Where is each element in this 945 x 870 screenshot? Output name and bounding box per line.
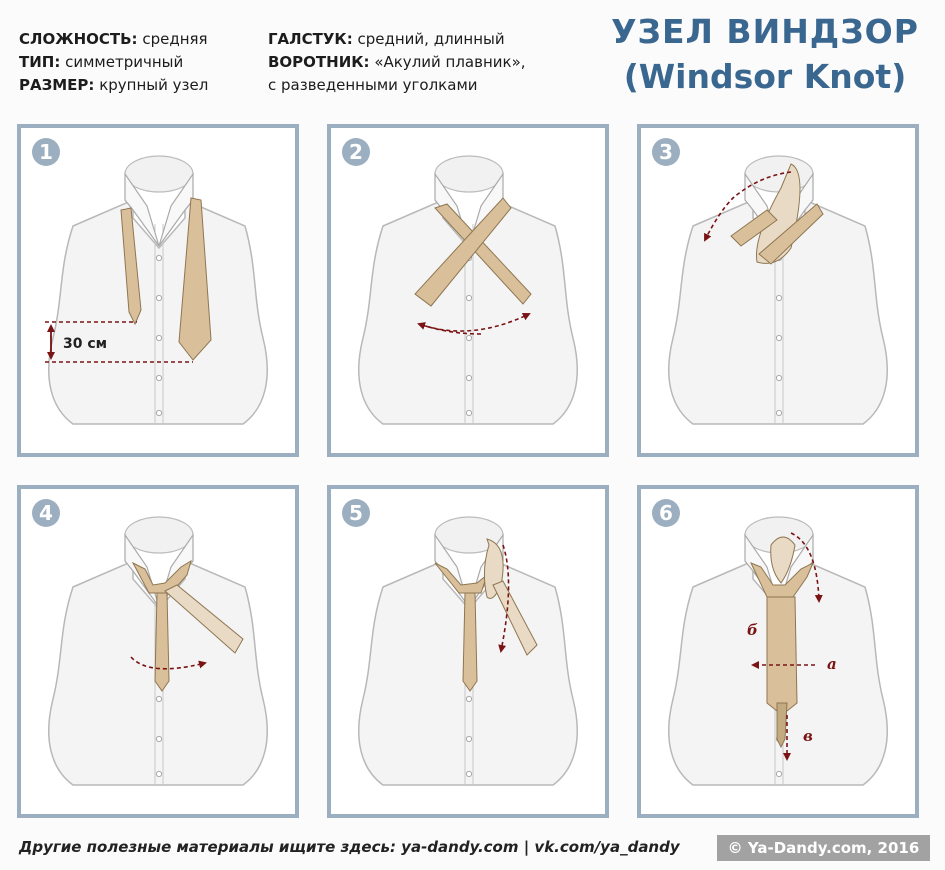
step-illustration-5 bbox=[357, 516, 579, 786]
tie-loop bbox=[770, 536, 796, 584]
loop-arrow bbox=[704, 171, 792, 242]
step-illustration-3 bbox=[667, 155, 889, 425]
step-panel-4: 4 bbox=[17, 485, 299, 818]
measure-label: 30 см bbox=[63, 336, 107, 352]
step-number-4: 4 bbox=[32, 499, 60, 527]
label-b: б bbox=[747, 621, 758, 639]
step-illustration-2 bbox=[357, 155, 579, 425]
swap-arrow-right bbox=[418, 313, 531, 332]
step-panel-3: 3 bbox=[637, 124, 919, 457]
collar-line: ВОРОТНИК: «Акулий плавник», bbox=[268, 53, 526, 71]
step-illustration-6: а б в bbox=[667, 516, 889, 786]
tie-short-end bbox=[730, 209, 778, 247]
title-en: (Windsor Knot) bbox=[623, 57, 907, 96]
step-panel-1: 1 30 см bbox=[17, 124, 299, 457]
type-line: ТИП: симметричный bbox=[19, 53, 184, 71]
swap-arrow-left bbox=[417, 322, 482, 335]
step-number-6: 6 bbox=[652, 499, 680, 527]
page-title: УЗЕЛ ВИНДЗОР (Windsor Knot) bbox=[605, 10, 925, 100]
step-panel-5: 5 bbox=[327, 485, 609, 818]
tie-wide-end bbox=[164, 584, 244, 654]
tie-knot bbox=[434, 562, 489, 594]
tie-front-blade bbox=[766, 596, 798, 716]
tie-line: ГАЛСТУК: средний, длинный bbox=[268, 30, 505, 48]
tie-back-blade bbox=[776, 702, 788, 749]
tie-wide-end bbox=[492, 580, 538, 656]
size-line: РАЗМЕР: крупный узел bbox=[19, 76, 209, 94]
wrap-arrow bbox=[130, 656, 207, 670]
pull-arrow bbox=[498, 544, 510, 653]
tie-short-end bbox=[120, 207, 142, 326]
step-number-3: 3 bbox=[652, 138, 680, 166]
label-v: в bbox=[803, 727, 813, 745]
collar-line-2: с разведенными уголками bbox=[268, 76, 478, 94]
tie-strip-a bbox=[434, 203, 532, 305]
arrow-b bbox=[790, 532, 823, 603]
info-left: СЛОЖНОСТЬ: средняя ТИП: симметричный РАЗ… bbox=[19, 28, 208, 97]
step-panel-6: 6 а б в bbox=[637, 485, 919, 818]
step-number-5: 5 bbox=[342, 499, 370, 527]
label-a: а bbox=[827, 655, 837, 673]
step-panel-2: 2 bbox=[327, 124, 609, 457]
info-right: ГАЛСТУК: средний, длинный ВОРОТНИК: «Аку… bbox=[268, 28, 526, 97]
title-ru: УЗЕЛ ВИНДЗОР bbox=[611, 12, 919, 51]
footer-text: Другие полезные материалы ищите здесь: y… bbox=[19, 838, 680, 856]
step-illustration-4 bbox=[47, 516, 269, 786]
difficulty-line: СЛОЖНОСТЬ: средняя bbox=[19, 30, 208, 48]
tie-narrow-end bbox=[154, 592, 170, 692]
step-number-1: 1 bbox=[32, 138, 60, 166]
step-number-2: 2 bbox=[342, 138, 370, 166]
copyright-badge: © Ya-Dandy.com, 2016 bbox=[717, 835, 930, 861]
tie-strip-b bbox=[414, 197, 512, 307]
tie-cross bbox=[758, 203, 824, 265]
tie-long-end bbox=[178, 197, 212, 361]
tie-narrow-end bbox=[462, 592, 478, 692]
step-illustration-1: 30 см bbox=[45, 155, 269, 425]
